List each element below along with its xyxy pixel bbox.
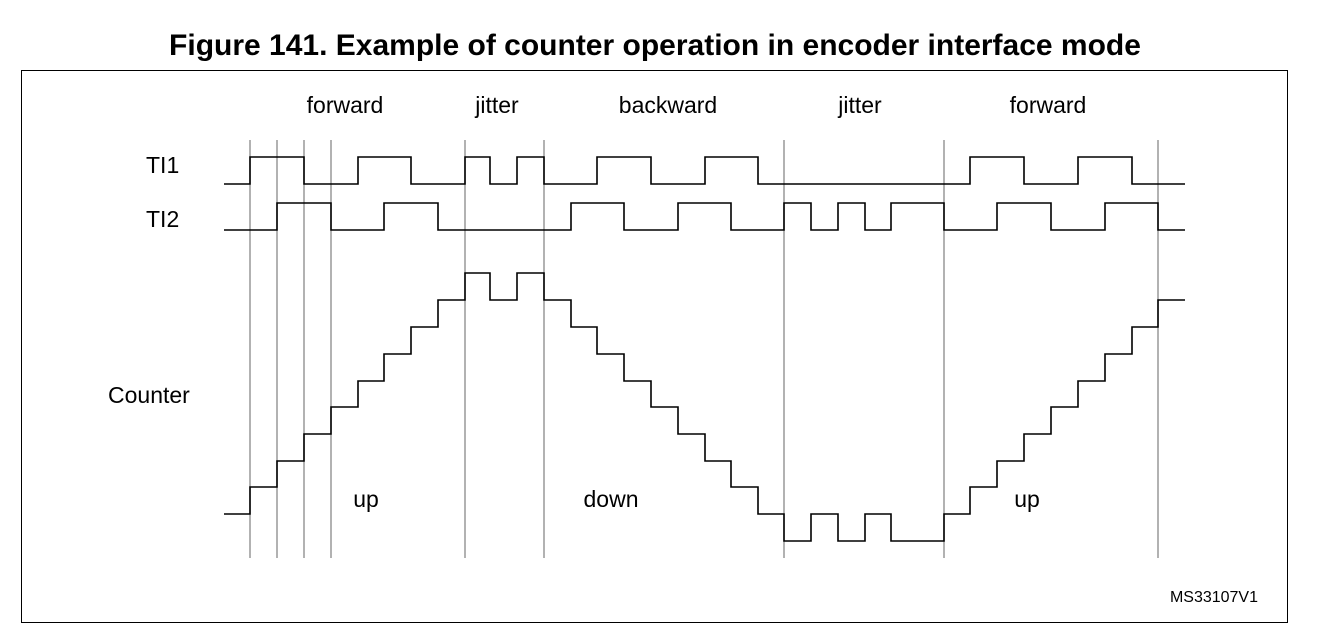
phase-label-forward: forward <box>1010 92 1087 118</box>
phase-label-jitter: jitter <box>837 92 882 118</box>
figure-frame <box>21 70 1288 623</box>
direction-label-up: up <box>353 486 379 512</box>
phase-label-forward: forward <box>307 92 384 118</box>
ti1-waveform <box>224 156 1185 185</box>
phase-label-jitter: jitter <box>474 92 519 118</box>
direction-label-up: up <box>1014 486 1040 512</box>
phase-label-backward: backward <box>619 92 717 118</box>
ti2-label: TI2 <box>146 206 179 232</box>
figure-reference: MS33107V1 <box>1170 589 1258 606</box>
ti2-waveform <box>224 202 1185 231</box>
figure-title: Figure 141. Example of counter operation… <box>169 29 1141 62</box>
ti1-label: TI1 <box>146 152 179 178</box>
counter-waveform <box>224 272 1185 542</box>
counter-label: Counter <box>108 382 190 408</box>
direction-label-down: down <box>584 486 639 512</box>
